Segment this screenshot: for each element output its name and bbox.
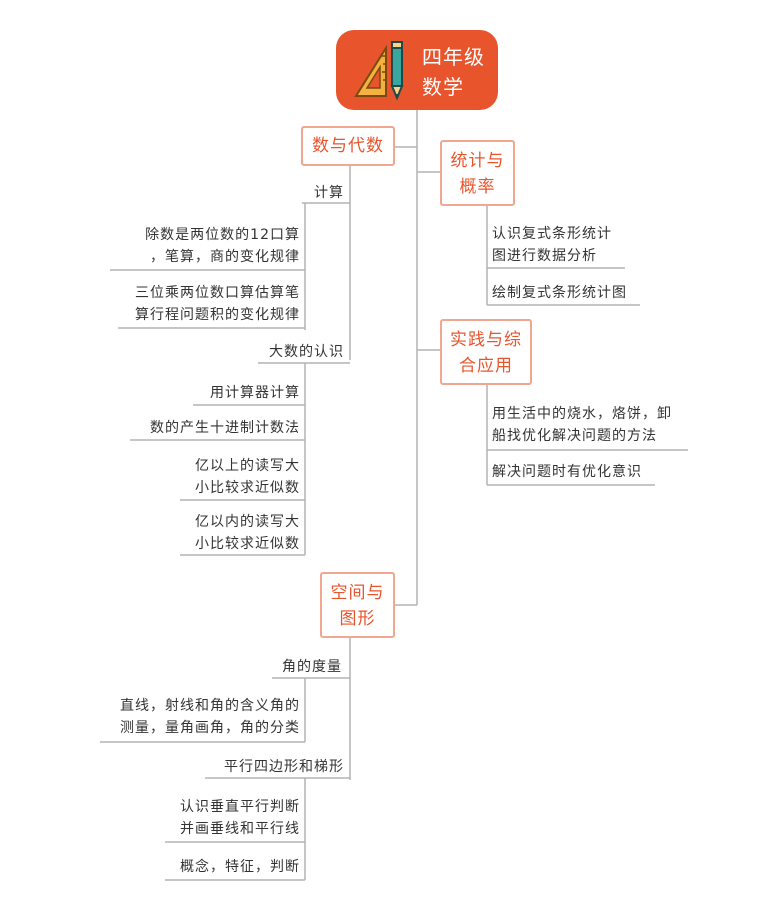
branch-space-shapes: 空间与 图形 bbox=[320, 572, 395, 638]
branch-practice: 实践与综 合应用 bbox=[440, 319, 532, 385]
root-title: 四年级 数学 bbox=[422, 45, 485, 99]
leaf-perpendicular-parallel: 认识垂直平行判断 并画垂线和平行线 bbox=[180, 799, 300, 837]
subtopic-large-numbers: 大数的认识 bbox=[269, 344, 344, 360]
leaf-division-two-digit: 除数是两位数的12口算 ，笔算，商的变化规律 bbox=[145, 227, 300, 265]
branch-statistics: 统计与 概率 bbox=[440, 140, 515, 206]
leaf-optimization-awareness: 解决问题时有优化意识 bbox=[492, 464, 642, 480]
leaf-three-by-two-multiplication: 三位乘两位数口算估算笔 算行程问题积的变化规律 bbox=[135, 285, 300, 323]
root-node: 四年级 数学 bbox=[336, 30, 498, 110]
leaf-concept-feature-judge: 概念，特征，判断 bbox=[180, 859, 300, 875]
leaf-decimal-counting: 数的产生十进制计数法 bbox=[150, 420, 300, 436]
leaf-optimization-problems: 用生活中的烧水，烙饼，卸 船找优化解决问题的方法 bbox=[492, 406, 672, 444]
subtopic-calculation: 计算 bbox=[314, 185, 344, 201]
subtopic-angle-measure: 角的度量 bbox=[282, 659, 342, 675]
branch-numbers-algebra: 数与代数 bbox=[301, 126, 395, 166]
leaf-compound-bar-analysis: 认识复式条形统计 图进行数据分析 bbox=[492, 226, 612, 264]
leaf-draw-compound-bar: 绘制复式条形统计图 bbox=[492, 285, 627, 301]
leaf-above-hundred-million: 亿以上的读写大 小比较求近似数 bbox=[195, 458, 300, 496]
subtopic-parallelogram-trapezoid: 平行四边形和梯形 bbox=[224, 759, 344, 775]
leaf-lines-rays-angles: 直线，射线和角的含义角的 测量，量角画角，角的分类 bbox=[120, 698, 300, 736]
leaf-within-hundred-million: 亿以内的读写大 小比较求近似数 bbox=[195, 514, 300, 552]
ruler-pencil-icon bbox=[354, 41, 404, 101]
leaf-calculator: 用计算器计算 bbox=[210, 385, 300, 401]
